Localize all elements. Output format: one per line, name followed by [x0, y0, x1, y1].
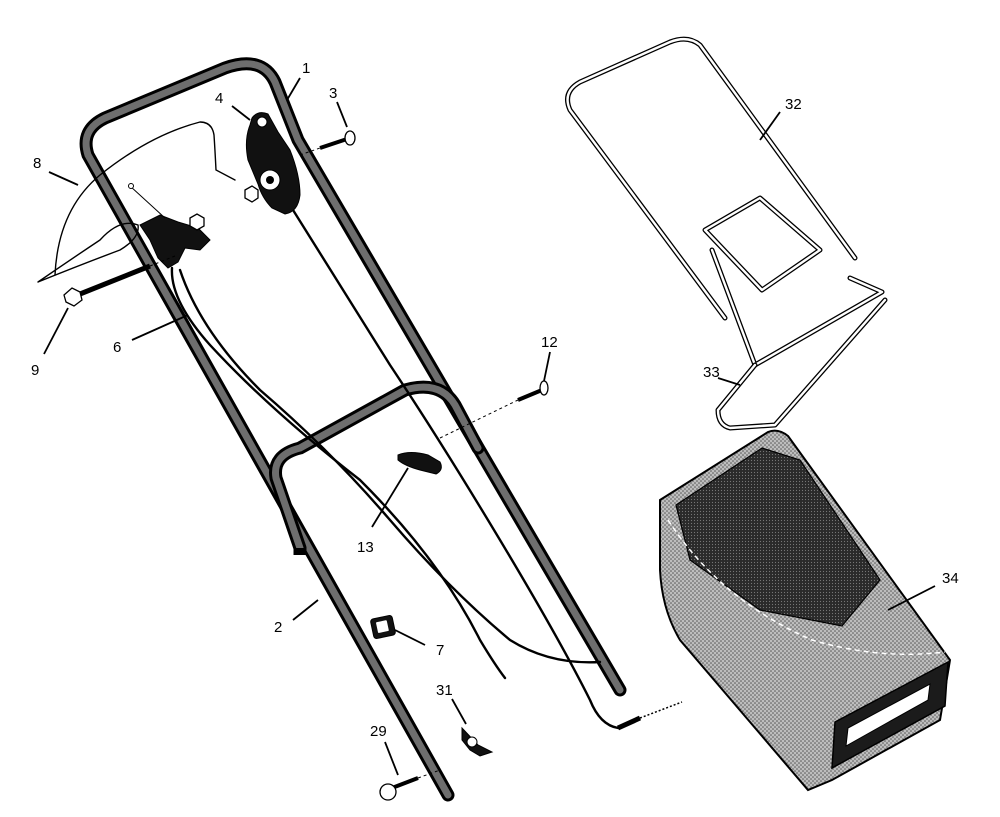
callout-8: 8: [33, 155, 41, 172]
bolt-3: [299, 130, 356, 156]
callout-3: 3: [329, 85, 337, 102]
leader-6: [131, 314, 189, 341]
throttle-lever: [128, 183, 211, 269]
lower-handle: [269, 380, 485, 555]
callout-labels: 1 2 3 4 6 7 8 9 12 13 29 31 32 33 34: [31, 60, 959, 740]
leader-1: [286, 77, 301, 101]
leader-32: [759, 111, 781, 141]
starter-rope: [37, 121, 236, 283]
callout-34: 34: [942, 570, 959, 587]
leader-2: [292, 599, 319, 621]
callout-32: 32: [785, 96, 802, 113]
control-bail: [244, 112, 301, 215]
wing-knob-13: [397, 452, 442, 475]
callout-4: 4: [215, 90, 223, 107]
upper-handle: [79, 57, 627, 802]
cable-spring: [616, 701, 683, 731]
leader-8: [48, 171, 79, 186]
callout-9: 9: [31, 362, 39, 379]
wing-nut-31: [461, 726, 494, 757]
callout-31: 31: [436, 682, 453, 699]
leader-29: [384, 741, 399, 776]
callout-29: 29: [370, 723, 387, 740]
callout-2: 2: [274, 619, 282, 636]
leader-4: [231, 105, 251, 121]
leader-12: [543, 351, 551, 382]
bolt-9: [63, 255, 176, 307]
control-cables: [170, 208, 620, 730]
grass-bag: [659, 429, 952, 792]
leader-33: [717, 377, 741, 386]
callout-13: 13: [357, 539, 374, 556]
bolt-12: [439, 380, 549, 439]
leader-34: [887, 585, 936, 611]
leader-13: [371, 467, 409, 528]
callout-1: 1: [302, 60, 310, 77]
callout-12: 12: [541, 334, 558, 351]
callout-6: 6: [113, 339, 121, 356]
cable-clip-7: [370, 614, 396, 640]
leader-9: [43, 307, 69, 355]
callout-33: 33: [703, 364, 720, 381]
grass-bag-frame: [565, 36, 888, 431]
callout-7: 7: [436, 642, 444, 659]
leader-lines: [43, 77, 936, 776]
carriage-bolt-29: [379, 769, 441, 801]
leader-3: [336, 101, 348, 128]
leader-7: [394, 629, 426, 646]
leader-31: [451, 698, 467, 725]
